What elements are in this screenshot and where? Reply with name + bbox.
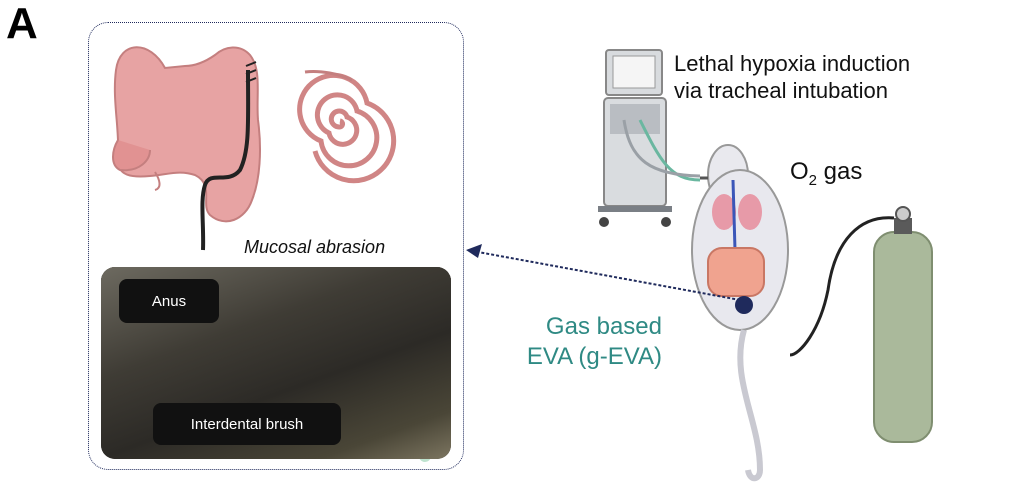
ventilator-illustration (598, 49, 701, 227)
method-label: Gas based EVA (g-EVA) (490, 312, 662, 372)
colon-illustration (112, 46, 261, 251)
label-interdental-brush: Interdental brush (153, 403, 341, 445)
hypoxia-label: Lethal hypoxia induction via tracheal in… (674, 50, 910, 104)
oxygen-label-rest: gas (817, 158, 863, 185)
oxygen-label: O2 gas (790, 158, 862, 189)
oxygen-label-subscript: 2 (808, 171, 818, 189)
hypoxia-label-line1: Lethal hypoxia induction (674, 51, 911, 76)
procedure-inset-frame (88, 22, 464, 470)
mouse-illustration (691, 144, 789, 482)
mucosal-abrasion-title: Mucosal abrasion (244, 237, 386, 257)
photo-panel: Anus Interdental brush (101, 267, 451, 459)
method-label-line2: EVA (g-EVA) (526, 343, 662, 370)
oxygen-cylinder-illustration (789, 206, 933, 443)
method-label-line1: Gas based (545, 313, 662, 340)
oxygen-label-main: O (790, 158, 809, 185)
panel-letter: A (6, 0, 38, 48)
hypoxia-label-line2: via tracheal intubation (674, 78, 889, 103)
spiral-colon-illustration (297, 70, 397, 184)
label-anus: Anus (119, 279, 219, 323)
delivery-arrow (466, 244, 741, 301)
